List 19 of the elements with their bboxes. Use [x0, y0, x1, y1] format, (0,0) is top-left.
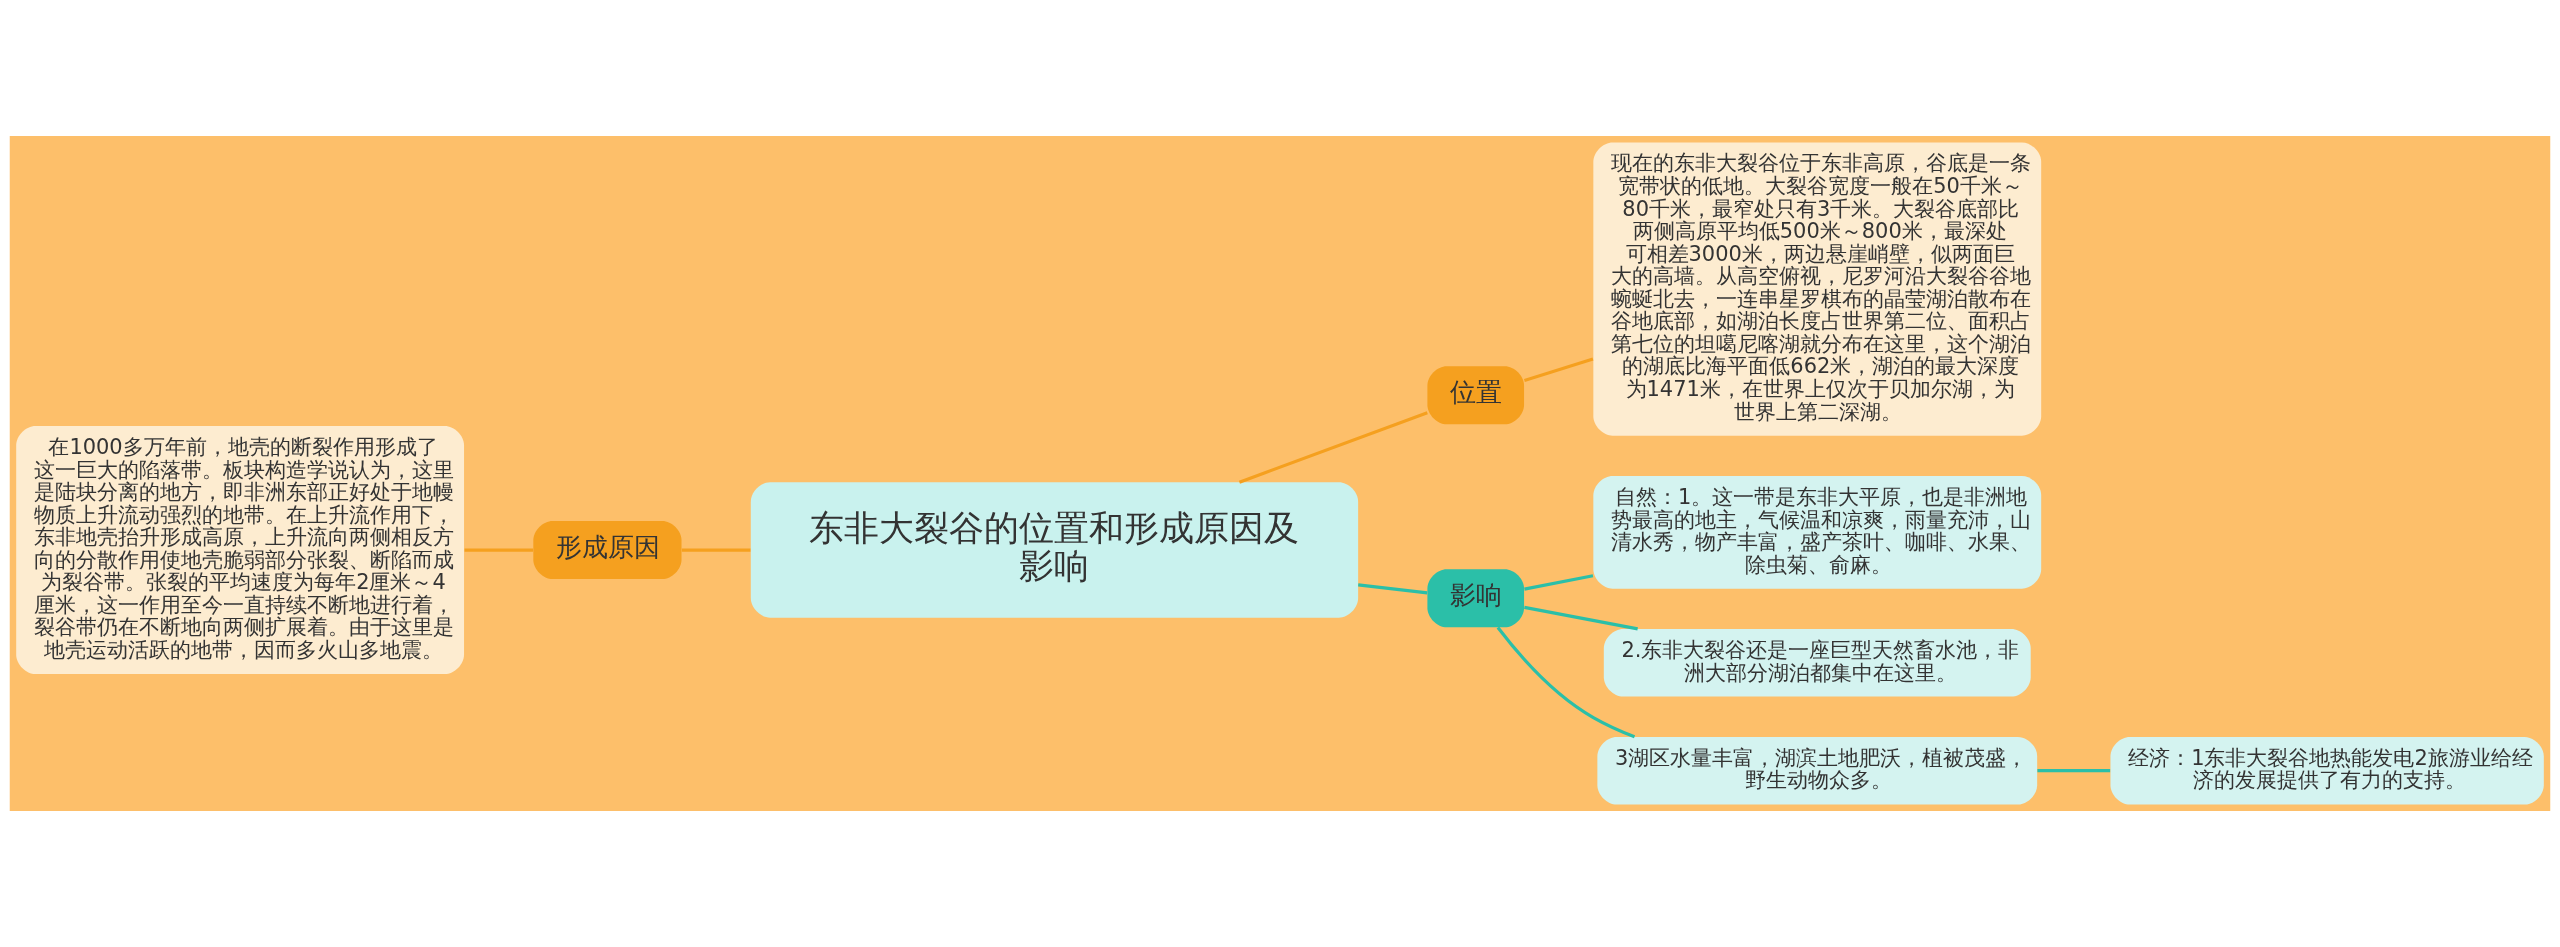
connector — [1496, 626, 1636, 739]
node-box: 东非大裂谷的位置和形成原因及影响 — [750, 482, 1359, 618]
connector — [1358, 583, 1428, 595]
connector — [1524, 605, 1638, 631]
node-box: 形成原因 — [533, 521, 682, 579]
node-box: 在1000多万年前，地壳的断裂作用形成了这一巨大的陷落带。板块构造学说认为，这里是陆块分离的地方，即非洲东部正好处于地幔物质上升流动强烈的地带。在上升流作用下，东非地壳抬升形成高原，上升流向两侧相反方向的分散作用使地壳脆弱部分张裂、断陷而成为裂谷带。张裂的平均速度为每年2厘米～4厘米，这一作用至今一直持续不断地进行着，裂谷带仍在不断地向两侧扩展着。由于这里是地壳运动活跃的地带，因而多火山多地震。 — [16, 426, 465, 675]
connector — [464, 548, 533, 552]
node-box: 现在的东非大裂谷位于东非高原，谷底是一条宽带状的低地。大裂谷宽度一般在50千米～80千米，最窄处只有3千米。大裂谷底部比两侧高原平均低500米～800米，最深处可相差3000米，两边悬崖峭壁，似两面巨大的高墙。从高空俯视，尼罗河沿大裂谷谷地蜿蜒北去，一连串星罗棋布的晶莹湖泊散布在谷地底部，如湖泊长度占世界第二位、面积占第七位的坦噶尼喀湖就分布在这里，这个湖泊的湖底比海平面低662米，湖泊的最大深度为1471米，在世界上仅次于贝加尔湖，为世界上第二深湖。 — [1593, 142, 2042, 436]
connector — [1523, 357, 1594, 383]
node-box: 2.东非大裂谷还是一座巨型天然畜水池，非洲大部分湖泊都集中在这里。 — [1603, 628, 2031, 697]
node-box: 位置 — [1427, 366, 1525, 425]
connector — [1524, 574, 1594, 591]
connector — [2037, 769, 2111, 773]
node-box: 经济：1东非大裂谷地热能发电2旅游业给经济的发展提供了有力的支持。 — [2110, 736, 2544, 805]
node-box: 影响 — [1427, 569, 1525, 628]
connector — [681, 548, 751, 552]
node-box: 自然：1。这一带是东非大平原，也是非洲地势最高的地主，气候温和凉爽，雨量充沛，山清水秀，物产丰富，盛产茶叶、咖啡、水果、除虫菊、俞麻。 — [1593, 475, 2042, 589]
connector — [1238, 411, 1428, 484]
node-box: 3湖区水量丰富，湖滨土地肥沃，植被茂盛，野生动物众多。 — [1597, 736, 2038, 805]
